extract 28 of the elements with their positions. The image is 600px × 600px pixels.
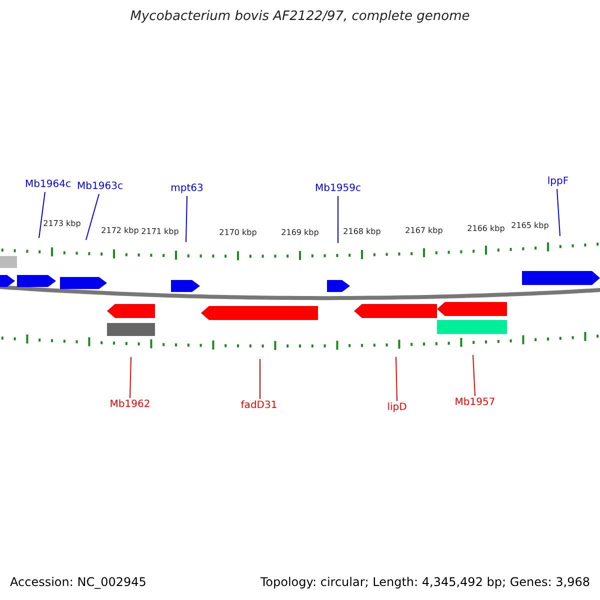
scale-label: 2171 kbp [141, 227, 179, 236]
scale-label: 2169 kbp [281, 228, 319, 237]
leader-line [38, 192, 46, 238]
scale-label: 2167 kbp [405, 226, 443, 235]
leader-line [130, 356, 132, 398]
gene-label: lipD [387, 402, 407, 414]
scale-label: 2172 kbp [101, 226, 139, 235]
scale-label: 2165 kbp [511, 221, 549, 230]
leader-line [556, 188, 560, 236]
leader-line [186, 196, 188, 242]
genome-summary-text: Topology: circular; Length: 4,345,492 bp; Genes: 3,968 [260, 576, 590, 588]
leader-line [396, 356, 398, 402]
accession-text: Accession: NC_002945 [10, 576, 146, 588]
gene-label: fadD31 [240, 400, 278, 412]
scale-label: 2166 kbp [467, 224, 505, 233]
gene-label: mpt63 [170, 183, 204, 195]
scale-label: 2168 kbp [343, 227, 381, 236]
gene-label: Mb1959c [315, 183, 361, 195]
gene-label: Mb1963c [77, 181, 123, 193]
scale-label: 2170 kbp [219, 228, 257, 237]
map-title: Mycobacterium bovis AF2122/97, complete genome [130, 11, 470, 23]
scale-label: 2173 kbp [43, 219, 81, 228]
gene-label: lppF [547, 176, 569, 188]
gene-label: Mb1962 [110, 399, 150, 411]
gene-label: Mb1964c [25, 179, 71, 191]
leader-line [86, 194, 100, 240]
leader-line [472, 354, 476, 396]
gene-label: Mb1957 [454, 397, 496, 409]
